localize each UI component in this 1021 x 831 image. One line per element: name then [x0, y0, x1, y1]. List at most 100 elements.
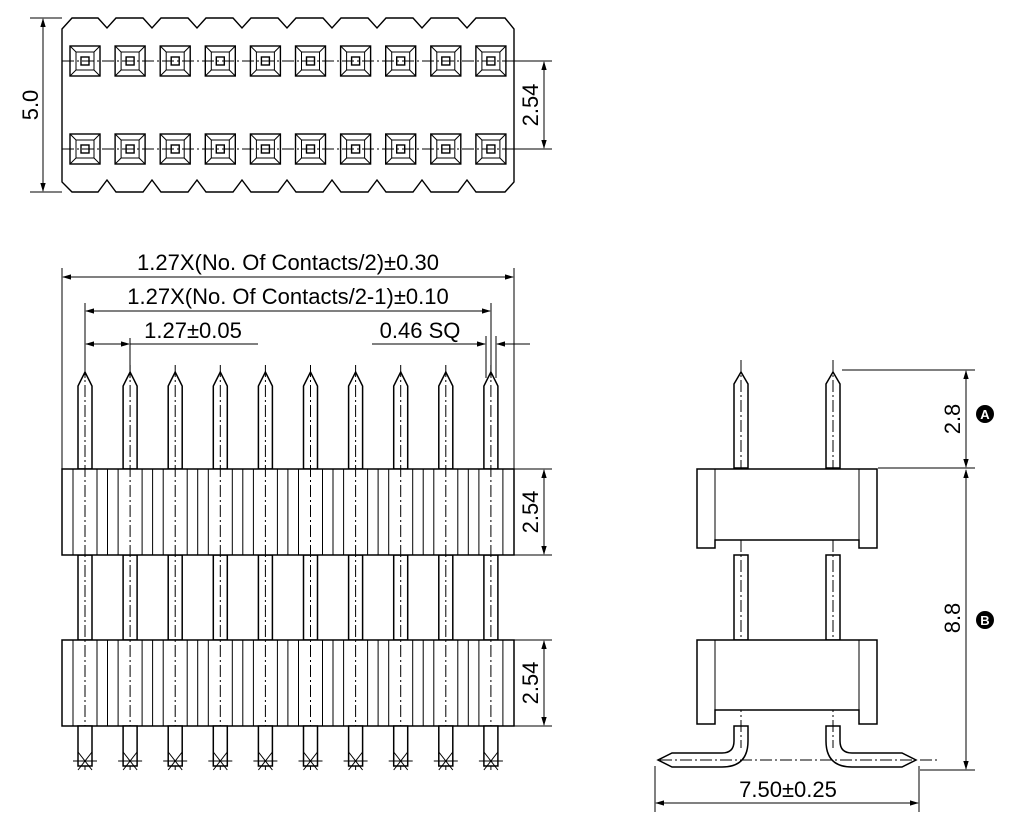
- pad-outer: [430, 45, 462, 77]
- dim-tail-height-label: 2.8: [940, 404, 965, 435]
- pad-bevel: [228, 69, 236, 77]
- pad-bevel: [274, 157, 281, 165]
- pad-bevel: [93, 69, 101, 77]
- pad-inner: [165, 139, 185, 159]
- dim-pin-size-label: 0.46 SQ: [380, 318, 461, 343]
- dim-row-pitch-label: 2.54: [518, 84, 543, 127]
- pad-bevel: [499, 45, 507, 53]
- pad-bevel: [114, 133, 122, 141]
- pad-outer: [339, 45, 372, 77]
- side-view: 2.8 A 8.8 B 7.50±0.25: [654, 360, 994, 812]
- pad-bevel: [340, 69, 347, 77]
- pad-pin: [170, 144, 180, 154]
- pad-inner: [391, 139, 411, 159]
- pad-bevel: [250, 157, 257, 165]
- pad-pin: [486, 56, 496, 66]
- pad-bevel: [114, 157, 122, 165]
- pad-pin: [215, 56, 226, 66]
- pad-bevel: [475, 69, 483, 77]
- pad-outer: [69, 45, 101, 77]
- pad-bevel: [430, 157, 438, 165]
- front-pin-tail: [77, 725, 93, 767]
- front-pin-tail: [257, 725, 274, 767]
- pad-outer: [114, 133, 146, 165]
- pad-bevel: [475, 157, 483, 165]
- pad-bevel: [274, 69, 281, 77]
- front-pin-tail: [483, 725, 499, 767]
- marker-b-circle: [976, 611, 994, 629]
- front-pin-tail: [392, 725, 409, 767]
- pad-bevel: [430, 69, 438, 77]
- pad-outer: [114, 45, 146, 77]
- side-lower-body: [696, 639, 878, 725]
- dim-pin-span-label: 1.27X(No. Of Contacts/2-1)±0.10: [127, 284, 448, 309]
- pad-bevel: [430, 133, 438, 141]
- pad-bevel: [159, 133, 167, 141]
- pad-outer: [339, 133, 372, 165]
- pad-inner: [75, 139, 95, 159]
- pad-outer: [475, 45, 507, 77]
- pad-bevel: [204, 157, 212, 165]
- pad-pin: [350, 56, 361, 66]
- pad-bevel: [295, 133, 302, 141]
- pad-bevel: [204, 133, 212, 141]
- pad-bevel: [340, 133, 347, 141]
- pad-inner: [165, 51, 185, 71]
- pad-outer: [69, 133, 101, 165]
- pad-inner: [301, 51, 320, 71]
- pad-bevel: [475, 133, 483, 141]
- pad-bevel: [364, 69, 371, 77]
- pad-outer: [204, 133, 237, 165]
- pad-bevel: [319, 133, 326, 141]
- pad-outer: [249, 133, 282, 165]
- pad-bevel: [364, 133, 371, 141]
- pad-bevel: [250, 133, 257, 141]
- pad-bevel: [183, 133, 191, 141]
- front-view: 1.27X(No. Of Contacts/2)±0.30 1.27X(No. …: [61, 250, 552, 771]
- pad-outer: [294, 133, 327, 165]
- pad-pin: [486, 144, 496, 154]
- pad-bevel: [69, 45, 77, 53]
- pad-bevel: [409, 133, 417, 141]
- pad-bevel: [138, 69, 146, 77]
- pad-bevel: [454, 133, 462, 141]
- pad-pin: [305, 56, 316, 66]
- pad-pin: [80, 144, 90, 154]
- pad-bevel: [204, 69, 212, 77]
- pad-bevel: [250, 69, 257, 77]
- pad-bevel: [364, 157, 371, 165]
- pad-bevel: [319, 157, 326, 165]
- pad-bevel: [228, 157, 236, 165]
- pad-inner: [346, 139, 366, 159]
- pad-bevel: [159, 157, 167, 165]
- pad-pin: [125, 144, 135, 154]
- pad-outer: [430, 133, 462, 165]
- pad-pin: [396, 56, 406, 66]
- pad-bevel: [93, 45, 101, 53]
- top-view-outline: [61, 17, 515, 193]
- pad-pin: [441, 56, 451, 66]
- pad-outer: [475, 133, 507, 165]
- pad-bevel: [340, 45, 347, 53]
- marker-a-label: A: [980, 407, 990, 422]
- dim-upper-body-label: 2.54: [518, 491, 543, 534]
- pad-pin: [305, 144, 316, 154]
- pad-bevel: [409, 45, 417, 53]
- pad-bevel: [340, 157, 347, 165]
- pad-bevel: [385, 45, 393, 53]
- dim-height-label: 5.0: [18, 90, 43, 121]
- pad-bevel: [138, 45, 146, 53]
- pad-pin: [125, 56, 135, 66]
- pad-outer: [249, 45, 282, 77]
- top-view-pads: [69, 45, 507, 165]
- pad-bevel: [274, 133, 281, 141]
- pad-outer: [159, 45, 191, 77]
- pad-bevel: [409, 69, 417, 77]
- pad-pin: [396, 144, 406, 154]
- top-view: 5.0 2.54: [18, 17, 552, 193]
- front-pin-tail: [302, 725, 319, 767]
- pad-bevel: [93, 157, 101, 165]
- pad-outer: [385, 133, 417, 165]
- pad-bevel: [69, 157, 77, 165]
